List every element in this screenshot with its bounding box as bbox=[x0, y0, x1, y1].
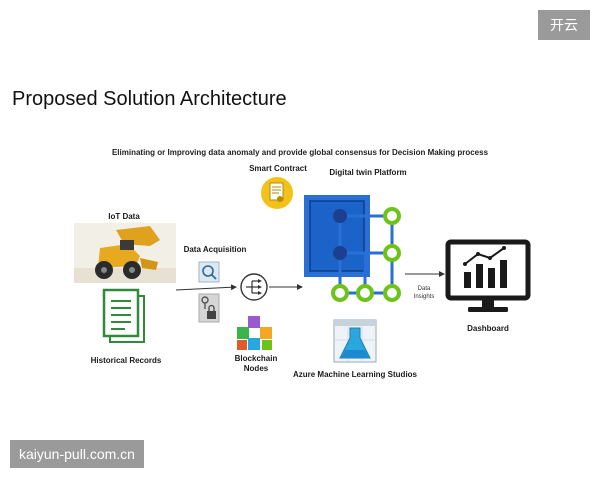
slide-subtitle: Eliminating or Improving data anomaly an… bbox=[111, 148, 489, 157]
hub-icon bbox=[240, 273, 268, 301]
label-iot-data: IoT Data bbox=[108, 212, 140, 221]
label-blockchain: Blockchain bbox=[234, 354, 278, 363]
iot-truck-image bbox=[74, 223, 176, 283]
search-data-icon bbox=[198, 261, 220, 283]
label-smart-contract: Smart Contract bbox=[249, 164, 307, 173]
label-digital-twin-platform: Digital twin Platform bbox=[329, 168, 407, 177]
dashboard-monitor-icon bbox=[445, 239, 531, 312]
label-historical-records: Historical Records bbox=[90, 356, 162, 365]
azure-ml-icon bbox=[333, 319, 377, 363]
label-dashboard: Dashboard bbox=[467, 324, 509, 333]
blockchain-cubes-icon bbox=[237, 316, 272, 350]
slide-title: Proposed Solution Architecture bbox=[12, 88, 287, 110]
smart-contract-icon bbox=[261, 177, 293, 209]
label-data-acquisition: Data Acquisition bbox=[183, 245, 247, 254]
label-insights: Insights bbox=[413, 294, 435, 300]
digital-twin-icon bbox=[304, 195, 401, 302]
arrow-to-hub bbox=[175, 284, 237, 291]
label-azure-ml: Azure Machine Learning Studios bbox=[292, 370, 417, 379]
documents-icon bbox=[102, 288, 145, 343]
key-lock-icon bbox=[198, 293, 220, 323]
label-data: Data bbox=[417, 286, 431, 292]
watermark-banner: kaiyun-pull.com.cn bbox=[10, 440, 144, 468]
label-nodes: Nodes bbox=[243, 364, 269, 373]
corner-badge: 开云 bbox=[538, 10, 590, 40]
